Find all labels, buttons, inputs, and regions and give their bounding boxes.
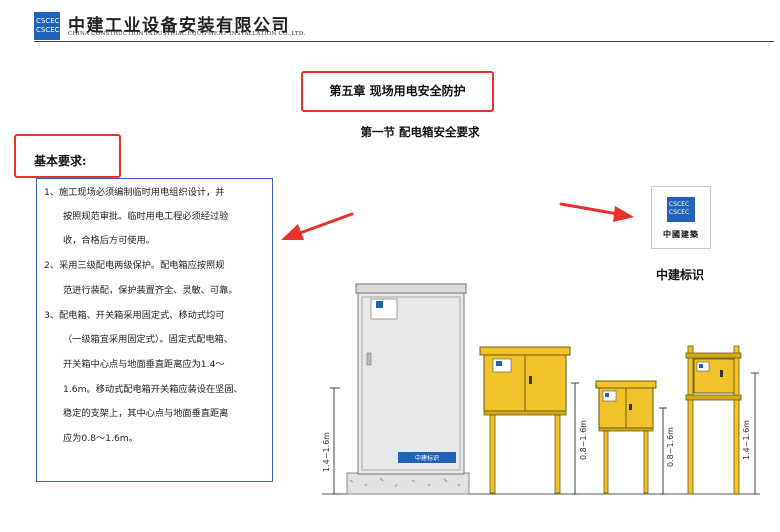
requirement-line: 应为0.8～1.6m。 bbox=[63, 433, 138, 444]
fixed-distribution-cabinet: 中建标识 bbox=[346, 283, 470, 495]
mobile-distribution-box bbox=[479, 346, 571, 494]
company-name-en: CHINA CONSTRUCTION INDUSTRIAL EQUIPMENT … bbox=[68, 31, 306, 37]
dimension-label: 0.8~1.6m bbox=[666, 427, 675, 467]
requirement-line: （一级箱宜采用固定式）。固定式配电箱、 bbox=[63, 334, 233, 345]
requirement-line: 收，合格后方可使用。 bbox=[63, 235, 155, 246]
basic-label-frame bbox=[14, 134, 121, 178]
basic-requirements-label: 基本要求: bbox=[34, 154, 87, 168]
logo-text-line: CSCEC bbox=[36, 17, 60, 25]
height-dimension: 1.4~1.6m bbox=[322, 387, 340, 495]
requirements-box: 1、施工现场必须编制临时用电组织设计，并 按照规范审批。临时用电工程必须经过验 … bbox=[36, 178, 273, 482]
requirement-line: 1、施工现场必须编制临时用电组织设计，并 bbox=[44, 187, 225, 198]
cabinet-label: 中建标识 bbox=[415, 454, 439, 462]
height-dimension: 0.8~1.6m bbox=[659, 407, 675, 495]
company-name-cn: 中建工业设备安装有限公司 bbox=[68, 16, 290, 36]
dimension-label: 1.4~1.6m bbox=[742, 420, 751, 460]
height-dimension: 1.4~1.6m bbox=[742, 372, 759, 495]
mark-logo-line: CSCEC bbox=[669, 201, 690, 208]
section-title: 第一节 配电箱安全要求 bbox=[360, 125, 480, 139]
height-dimension: 0.8~1.6m bbox=[571, 382, 588, 495]
right-pointer-arrow bbox=[559, 202, 634, 222]
mark-logo-line: CSCEC bbox=[669, 209, 690, 216]
chapter-title-frame bbox=[301, 71, 494, 112]
mobile-switch-box bbox=[595, 380, 657, 494]
header-divider bbox=[34, 41, 774, 42]
cscec-mark-logo: CSCEC CSCEC bbox=[667, 197, 695, 222]
requirement-line: 3、配电箱、开关箱采用固定式、移动式均可 bbox=[44, 310, 225, 321]
dimension-label: 1.4~1.6m bbox=[322, 432, 331, 472]
requirement-line: 稳定的支架上，其中心点与地面垂直距离 bbox=[63, 408, 229, 419]
post-mounted-box bbox=[685, 345, 742, 495]
requirement-line: 2、采用三级配电两级保护。配电箱应按照规 bbox=[44, 260, 225, 271]
company-logo: CSCEC CSCEC bbox=[34, 12, 60, 40]
requirement-line: 1.6m。移动式配电箱开关箱应装设在坚固、 bbox=[63, 384, 243, 395]
left-pointer-arrow bbox=[281, 212, 354, 240]
requirement-line: 按照规范审批。临时用电工程必须经过验 bbox=[63, 211, 229, 222]
requirement-line: 开关箱中心点与地面垂直距离应为1.4～ bbox=[63, 359, 225, 370]
logo-text-line: CSCEC bbox=[36, 26, 60, 34]
dimension-label: 0.8~1.6m bbox=[579, 420, 588, 460]
cscec-mark-text: 中國建築 bbox=[663, 230, 699, 239]
requirement-line: 范进行装配，保护装置齐全、灵敏、可靠。 bbox=[63, 285, 238, 296]
chapter-title: 第五章 现场用电安全防护 bbox=[329, 84, 466, 98]
cscec-mark-caption: 中建标识 bbox=[655, 268, 704, 282]
